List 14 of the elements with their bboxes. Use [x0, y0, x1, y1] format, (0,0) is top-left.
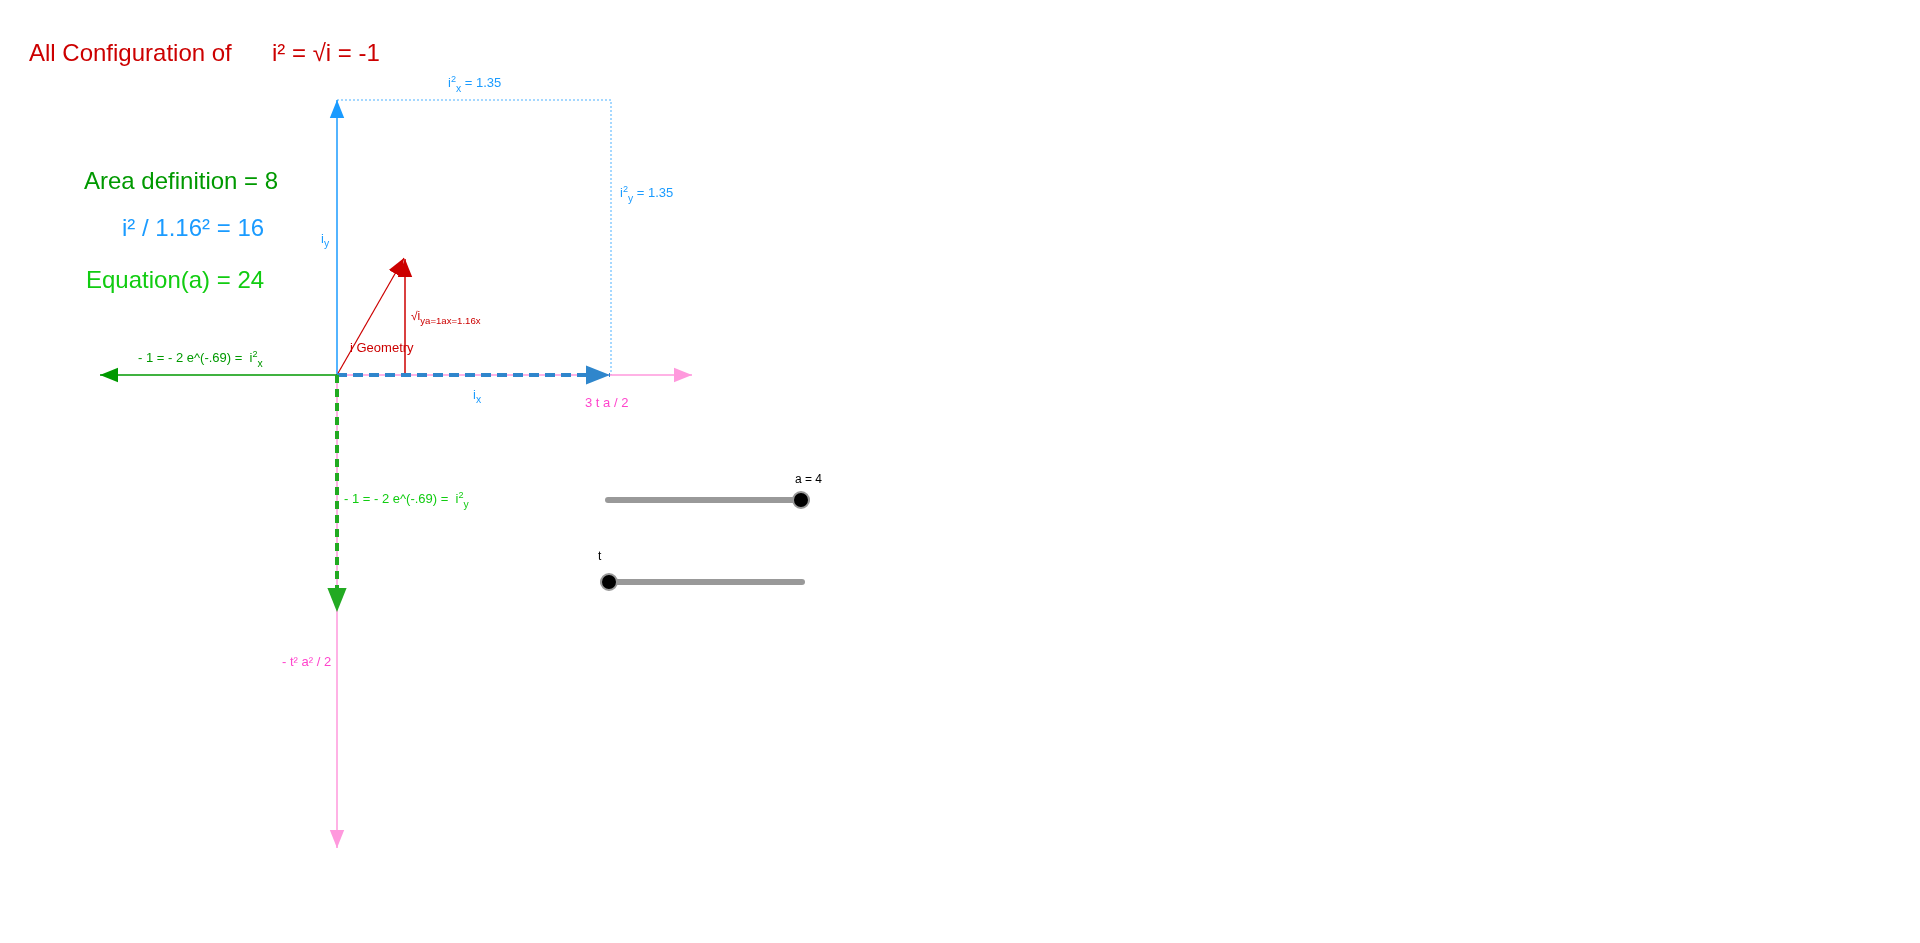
measure-label: i$^{2}$$_{y}$ = 1.35 — [620, 184, 674, 204]
slider-label: a = 4 — [795, 473, 823, 487]
vector-label: √i$_{ya=1ax=1.16x}$ — [411, 309, 481, 327]
vector-label: 3 t a / 2 — [585, 395, 629, 411]
vector-label: i$_{y}$ — [321, 232, 330, 250]
slider-label: t — [598, 550, 602, 564]
formula-text: i² = √i = -1 — [272, 39, 380, 67]
vector-label: - t² a² / 2 — [282, 654, 332, 670]
title: All Configuration of — [29, 39, 232, 67]
vector-label: i$_{x}$ — [473, 388, 482, 406]
equation-text: Area definition = 8 — [84, 167, 279, 195]
equation-text: Equation(a) = 24 — [86, 266, 265, 294]
measure-label: i$^{2}$$_{x}$ = 1.35 — [448, 74, 502, 94]
equation-text: i² / 1.16² = 16 — [122, 214, 265, 242]
